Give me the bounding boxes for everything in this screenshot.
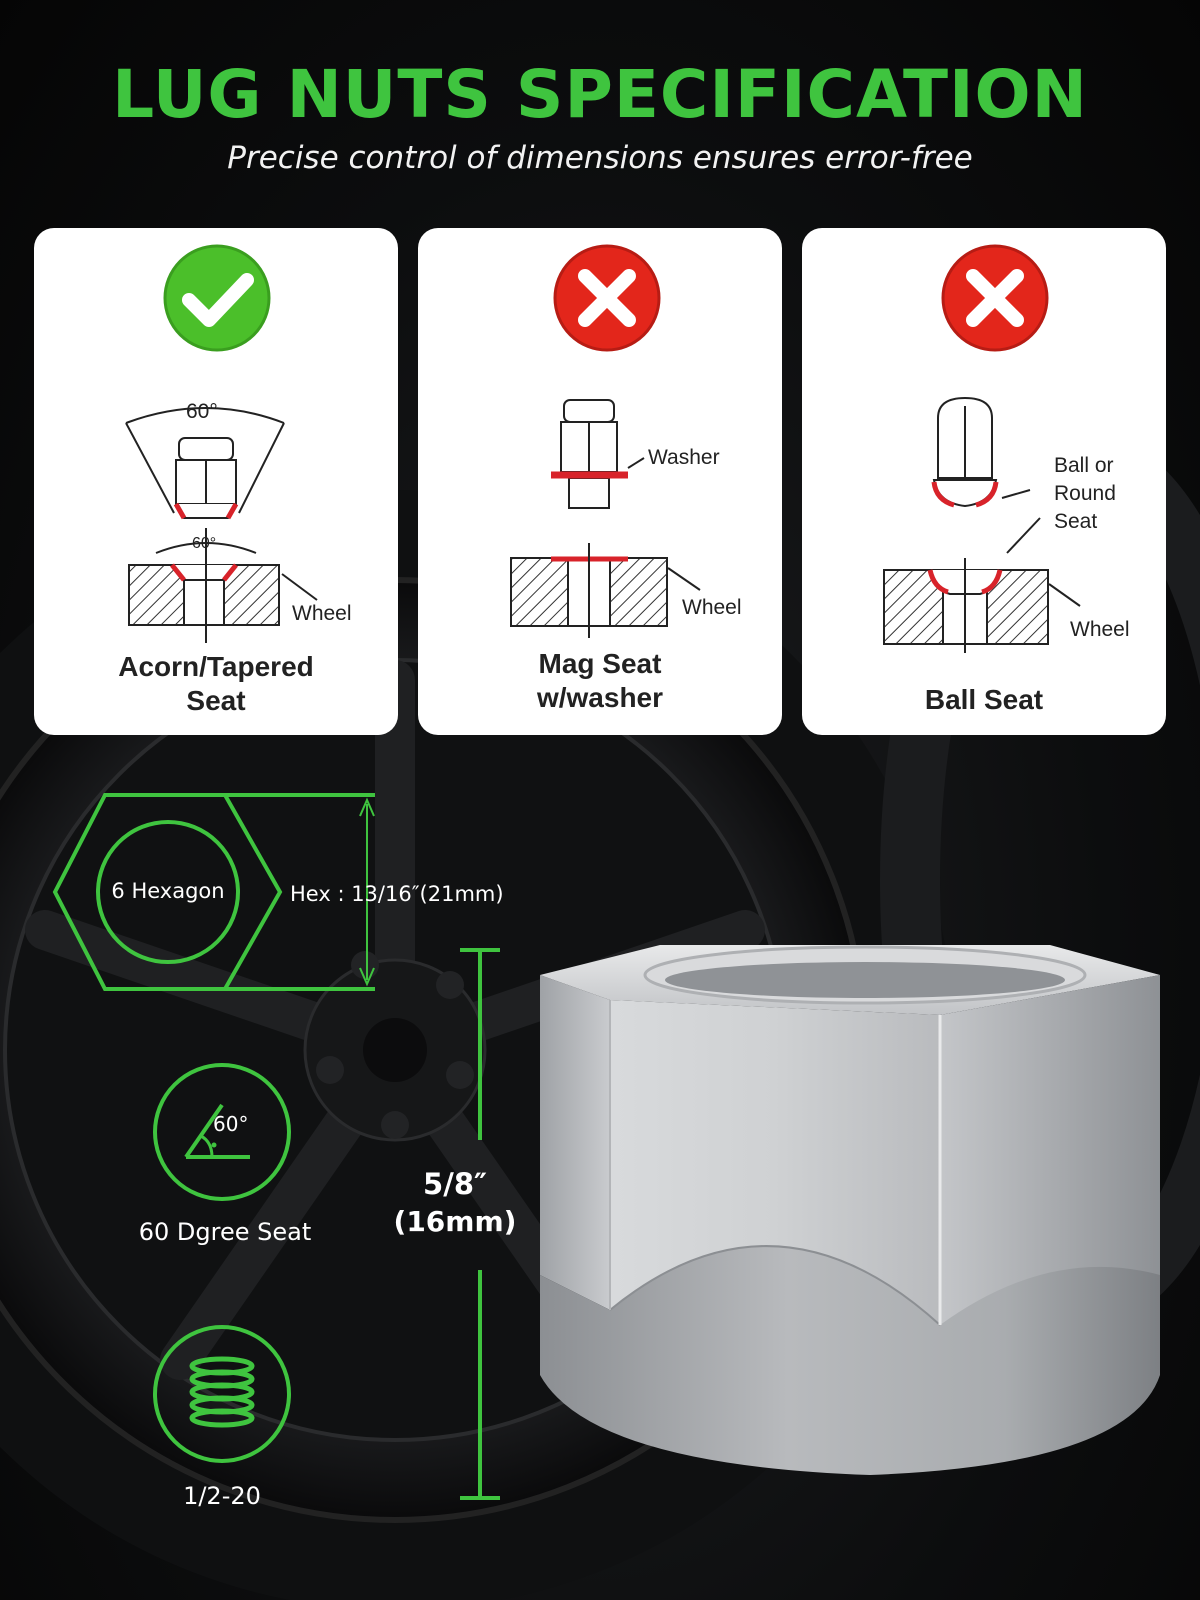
acorn-nut-diagram: [125, 407, 318, 643]
x-icon: [941, 244, 1049, 352]
wheel-label: Wheel: [682, 596, 742, 619]
mag-nut-diagram: [510, 399, 701, 638]
angle-bottom-label: 60°: [192, 535, 216, 552]
seat-angle-label: 60 Dgree Seat: [138, 1218, 312, 1246]
card-label-line1: Mag Seat: [538, 648, 662, 679]
card-ball-seat: Ball or Round Seat Wheel Ball Seat: [802, 228, 1166, 735]
hex-size-label: Hex : 13/16″(21mm): [290, 882, 504, 906]
card-acorn-seat: 60° 60° Wheel Acorn/Tapered Seat: [34, 228, 398, 735]
seat-label-line2: Round: [1054, 482, 1116, 505]
height-value: 5/8″: [423, 1167, 487, 1201]
page-title: LUG NUTS SPECIFICATION: [112, 56, 1088, 133]
page-subtitle: Precise control of dimensions ensures er…: [227, 140, 973, 176]
x-icon: [553, 244, 661, 352]
height-dimension-line: [460, 948, 500, 1500]
height-value-metric: (16mm): [393, 1205, 517, 1238]
card-label-line2: w/washer: [536, 682, 664, 713]
card-label-line1: Acorn/Tapered: [118, 651, 314, 682]
card-label-line2: Seat: [186, 685, 246, 716]
seat-angle-icon: [153, 1063, 291, 1201]
angle-top-label: 60°: [186, 400, 218, 423]
thread-icon: [153, 1325, 291, 1463]
lug-nut-product-image: [540, 945, 1160, 1475]
seat-label-line3: Seat: [1054, 510, 1097, 533]
hexagon-label: 6 Hexagon: [111, 879, 225, 903]
washer-label: Washer: [648, 446, 720, 469]
card-mag-seat: Washer Wheel Mag Seat w/washer: [418, 228, 782, 735]
thread-label: 1/2-20: [183, 1482, 261, 1510]
wheel-label: Wheel: [1070, 618, 1130, 641]
hexagon-spec-graphic: [52, 793, 375, 991]
card-label-line1: Ball Seat: [924, 684, 1044, 715]
check-icon: [163, 244, 271, 352]
wheel-label: Wheel: [292, 602, 352, 625]
ball-nut-diagram: [883, 396, 1081, 653]
seat-label-line1: Ball or: [1054, 454, 1114, 477]
seat-angle-value: 60°: [213, 1112, 249, 1136]
